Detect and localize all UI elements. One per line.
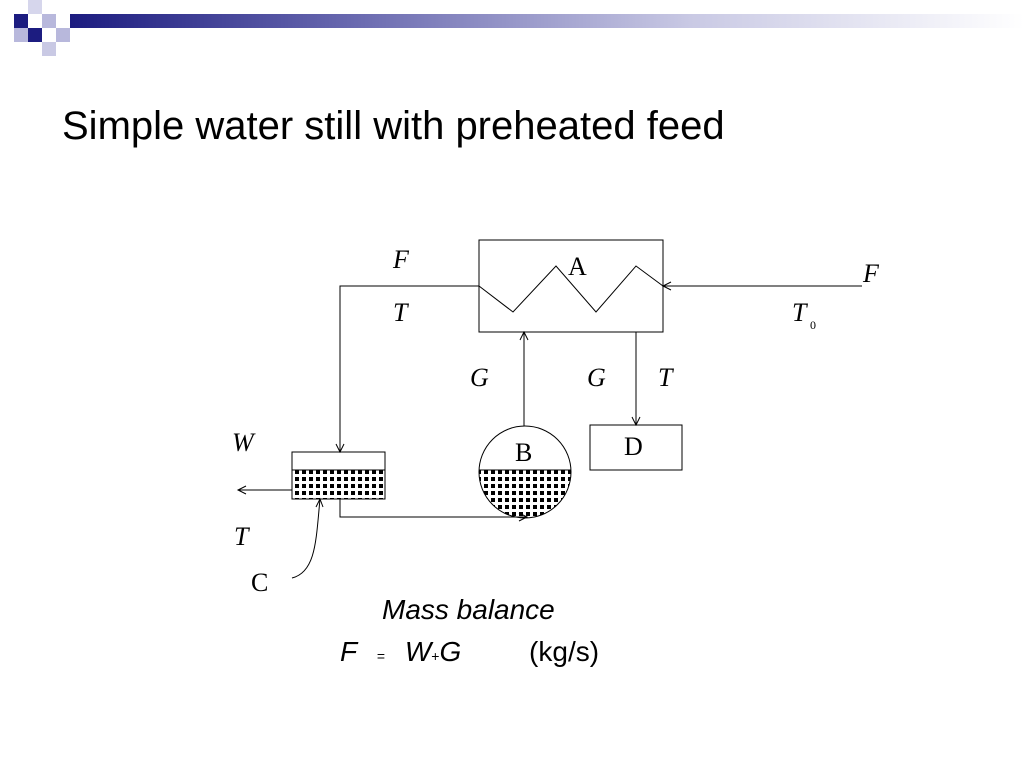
header-square — [42, 42, 56, 56]
header-square — [14, 14, 28, 28]
slide-title: Simple water still with preheated feed — [62, 104, 725, 148]
mass-balance-title: Mass balance — [382, 594, 555, 625]
label-d: D — [624, 432, 643, 461]
label-g-condensate: G — [587, 363, 606, 392]
evaporator-liquid — [291, 469, 386, 500]
label-a: A — [568, 252, 587, 281]
equation-lhs: F — [340, 636, 358, 667]
heat-input-arrowhead — [315, 497, 324, 508]
label-t-condensate: T — [658, 363, 674, 392]
label-f-preheated: F — [392, 245, 410, 274]
receiver-box — [589, 424, 683, 471]
boiler-vessel — [478, 425, 572, 519]
preheated-feed-line — [339, 285, 479, 452]
equation-term-w: W — [404, 636, 432, 667]
equation-equals: = — [376, 648, 386, 664]
equation-term-g: G — [439, 636, 462, 667]
transfer-line — [339, 499, 527, 518]
waste-outlet-arrowhead — [236, 485, 247, 495]
boiler-liquid — [479, 470, 571, 518]
label-t0: T — [792, 298, 808, 327]
label-g-vapor: G — [470, 363, 489, 392]
header-gradient-bar — [70, 14, 1024, 28]
label-b: B — [515, 438, 532, 467]
label-t-preheated: T — [393, 298, 409, 327]
label-t-waste: T — [234, 522, 250, 551]
label-f-feed: F — [862, 259, 880, 288]
label-w: W — [232, 428, 256, 457]
equation-plus: + — [431, 648, 440, 664]
vapor-arrowhead — [519, 330, 529, 341]
label-c: C — [251, 568, 268, 597]
feed-inlet-arrowhead — [661, 281, 672, 291]
header-square — [28, 0, 42, 14]
header-square — [42, 14, 56, 28]
heat-input-curve — [291, 498, 321, 579]
equation-units: (kg/s) — [529, 636, 600, 667]
header-square — [56, 28, 70, 42]
mass-balance-equation: F = W+G (kg/s) — [340, 636, 599, 668]
label-t0-subscript: 0 — [810, 318, 816, 332]
header-square — [14, 28, 28, 42]
heat-exchanger-coil — [478, 265, 664, 313]
header-square — [28, 28, 42, 42]
